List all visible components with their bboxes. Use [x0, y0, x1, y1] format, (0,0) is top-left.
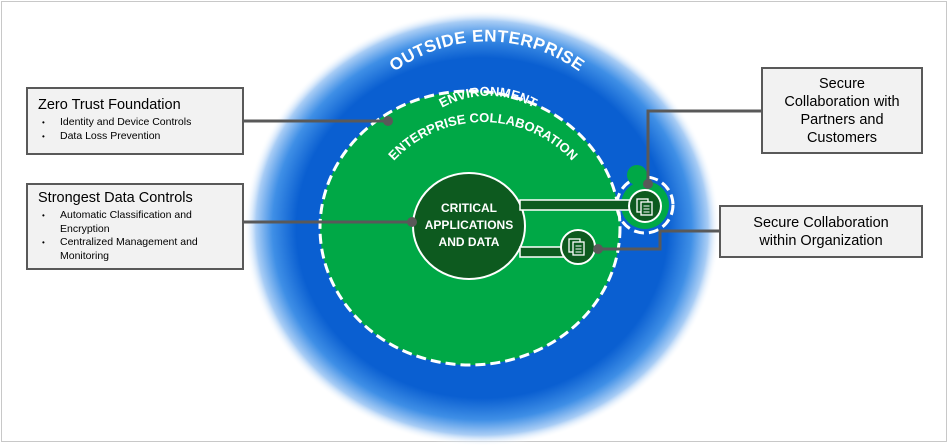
zero-trust-title: Zero Trust Foundation	[38, 97, 181, 113]
core-label-line2: APPLICATIONS	[425, 218, 513, 232]
zero-trust-bullets: Identity and Device Controls Data Loss P…	[38, 116, 234, 143]
strongest-controls-bullets: Automatic Classification and Encryption …	[38, 209, 234, 263]
document-stack-icon	[628, 189, 662, 223]
organization-connector	[598, 229, 719, 251]
organization-title: Secure Collaboration within Organization	[753, 214, 889, 249]
bullet-item: Centralized Management and Monitoring	[38, 236, 234, 263]
bullet-item: Data Loss Prevention	[38, 130, 234, 144]
strongest-controls-callout: Strongest Data Controls Automatic Classi…	[26, 183, 244, 270]
zero-trust-connector-dot	[383, 116, 393, 126]
organization-connector-dot	[593, 244, 603, 254]
core-label-line3: AND DATA	[439, 235, 500, 249]
strongest-controls-title: Strongest Data Controls	[38, 190, 193, 206]
collaboration-dashed-border	[318, 89, 622, 367]
partners-bubble-top	[627, 165, 647, 185]
bullet-item: Identity and Device Controls	[38, 116, 234, 130]
partners-connector-dot	[643, 179, 653, 189]
partners-bubble-outline	[615, 175, 675, 235]
document-stack-icon	[560, 229, 596, 265]
partners-title: Secure Collaboration with Partners and C…	[784, 75, 900, 146]
strongest-connector-dot	[407, 217, 417, 227]
zero-trust-callout: Zero Trust Foundation Identity and Devic…	[26, 87, 244, 155]
core-connector-upper	[519, 199, 639, 211]
partners-callout: Secure Collaboration with Partners and C…	[761, 67, 923, 154]
organization-callout: Secure Collaboration within Organization	[719, 205, 923, 258]
partners-connector	[646, 109, 761, 184]
core-label-line1: CRITICAL	[441, 201, 497, 215]
bullet-item: Automatic Classification and Encryption	[38, 209, 234, 236]
